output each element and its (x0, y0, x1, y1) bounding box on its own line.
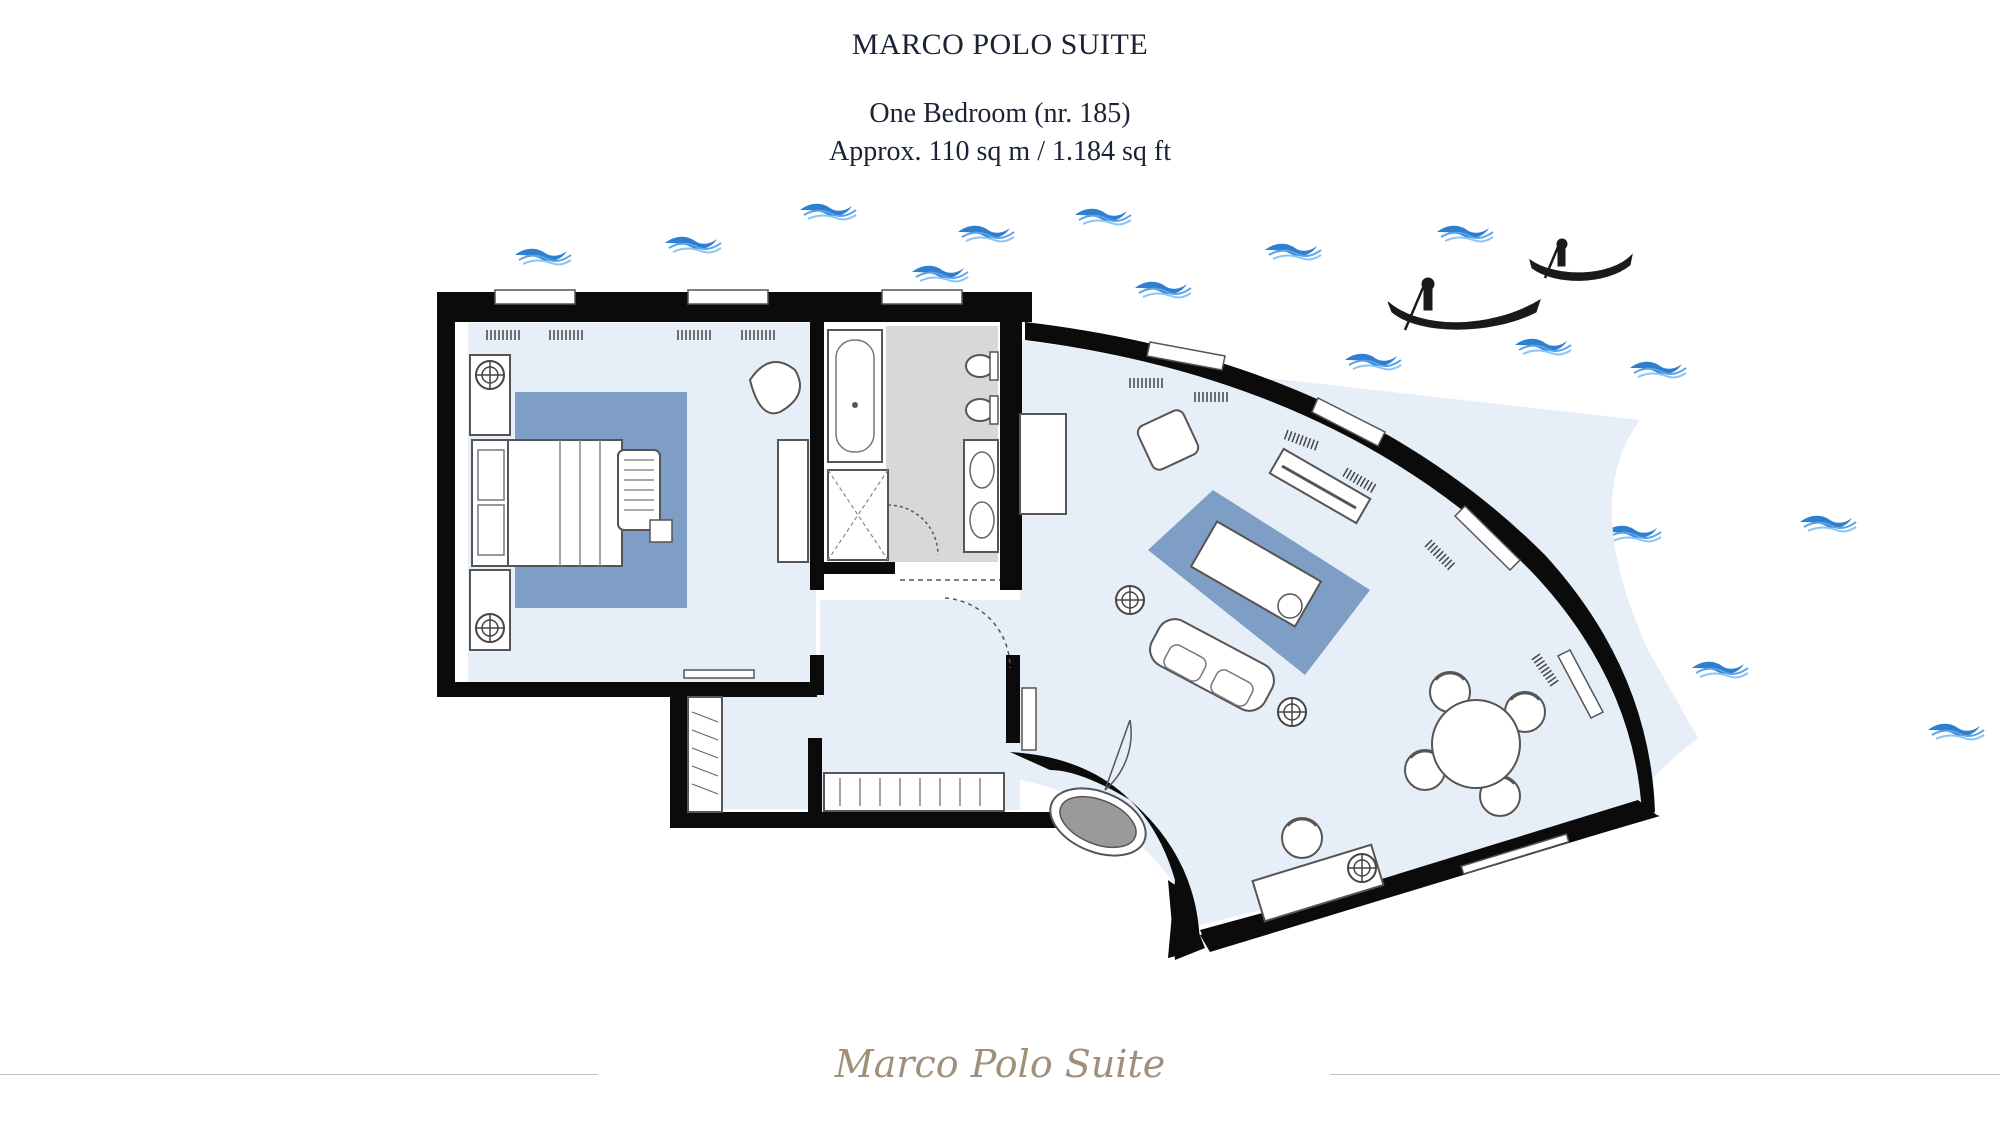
console-icon (1019, 413, 1067, 515)
doors (683, 579, 1132, 791)
gondola-icon (1387, 238, 1633, 331)
page-title: MARCO POLO SUITE (851, 28, 1149, 61)
dresser-icon (777, 439, 809, 563)
toilet-icon (965, 351, 999, 425)
bedside-lamps (469, 354, 511, 651)
armchair-icon (1136, 409, 1200, 471)
windows (494, 289, 1605, 719)
fireplace-icon (1049, 787, 1147, 857)
coffee-table-icon (1189, 520, 1323, 628)
footer-rule-right (1330, 1074, 2000, 1075)
bench-icon (617, 449, 673, 543)
suite-area: Approx. 110 sq m / 1.184 sq ft (829, 136, 1171, 167)
armchair-icon (748, 361, 801, 415)
bed-icon (471, 439, 623, 567)
suite-type: One Bedroom (nr. 185) (869, 98, 1131, 129)
bathtub-icon (827, 329, 883, 463)
sink-icon (963, 439, 999, 553)
desk-icon (1251, 817, 1385, 923)
shower-icon (827, 469, 939, 561)
footer-signature: Marco Polo Suite (834, 1042, 1166, 1086)
footer-rule-left (0, 1074, 598, 1075)
dining-table-icon (1404, 671, 1546, 817)
shelf-icon (1460, 833, 1570, 875)
tv-cabinet-icon (1268, 447, 1372, 525)
sofa-icon (1149, 618, 1275, 712)
wardrobe-icon (687, 687, 1037, 813)
